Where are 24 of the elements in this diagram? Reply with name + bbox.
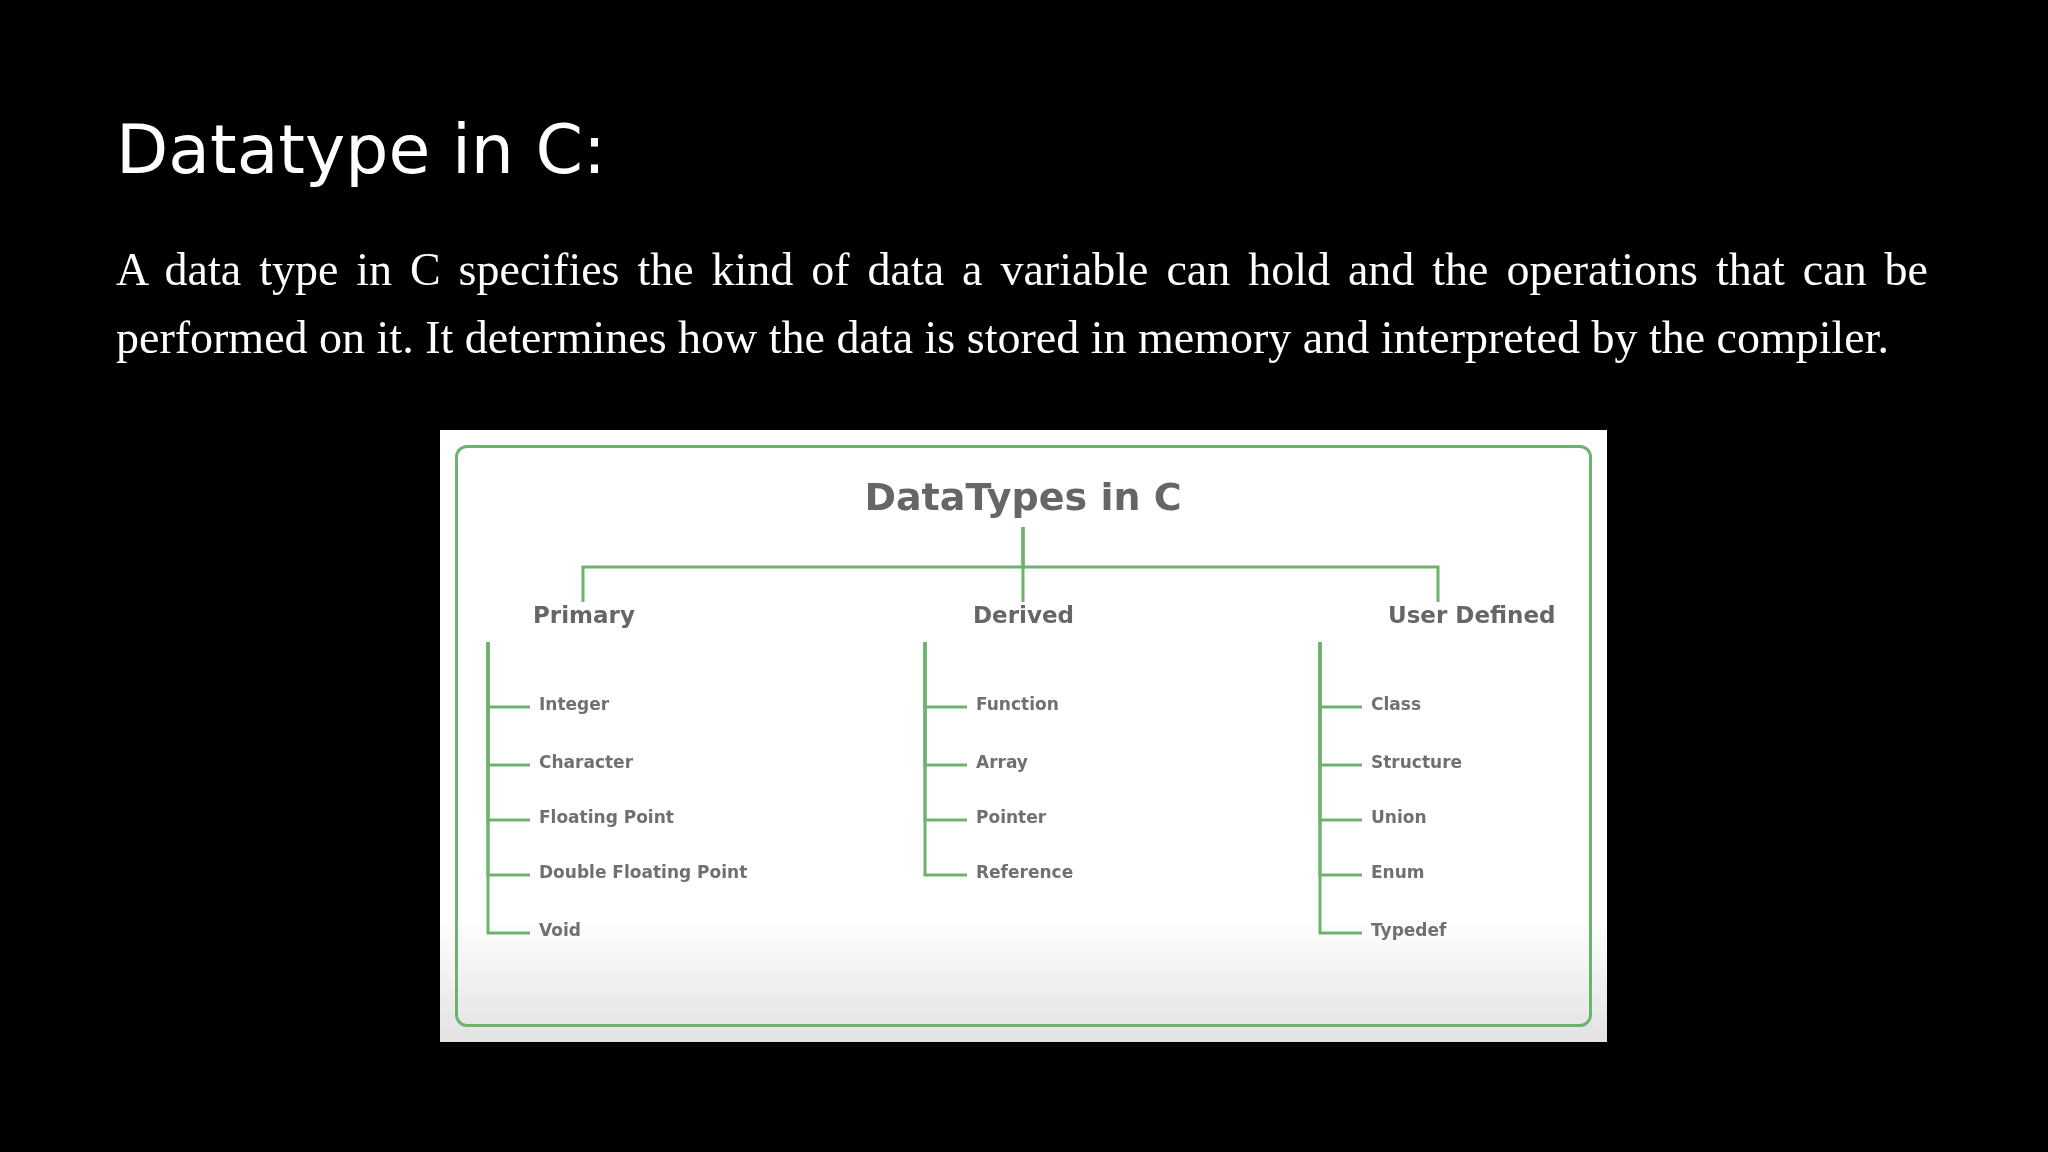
type-label: Reference — [967, 862, 1207, 888]
category-label: Derived — [925, 602, 1225, 642]
description-paragraph: A data type in C specifies the kind of data a variable can hold and the operations that can be performed on it. It determines how the data is stored in memory and interpreted by the compiler. — [116, 243, 1928, 365]
tree-connector — [923, 642, 967, 877]
tree-connector — [486, 642, 530, 935]
type-label: Typedef — [1362, 920, 1602, 946]
tree-connector — [1318, 642, 1362, 935]
type-label: Floating Point — [530, 807, 770, 833]
diagram-heading: DataTypes in C — [823, 475, 1223, 527]
type-label: Character — [530, 752, 770, 778]
category-label: Primary — [488, 602, 788, 642]
category-label: User Defined — [1320, 602, 1620, 642]
tree-connector — [1021, 527, 1440, 602]
type-label: Array — [967, 752, 1207, 778]
type-label: Union — [1362, 807, 1602, 833]
type-label: Class — [1362, 694, 1602, 720]
type-label: Enum — [1362, 862, 1602, 888]
type-label: Structure — [1362, 752, 1602, 778]
type-label: Function — [967, 694, 1207, 720]
slide-title: Datatype in C: — [116, 110, 606, 189]
type-label: Void — [530, 920, 770, 946]
type-label: Pointer — [967, 807, 1207, 833]
type-label: Double Floating Point — [530, 862, 770, 888]
type-label: Integer — [530, 694, 770, 720]
